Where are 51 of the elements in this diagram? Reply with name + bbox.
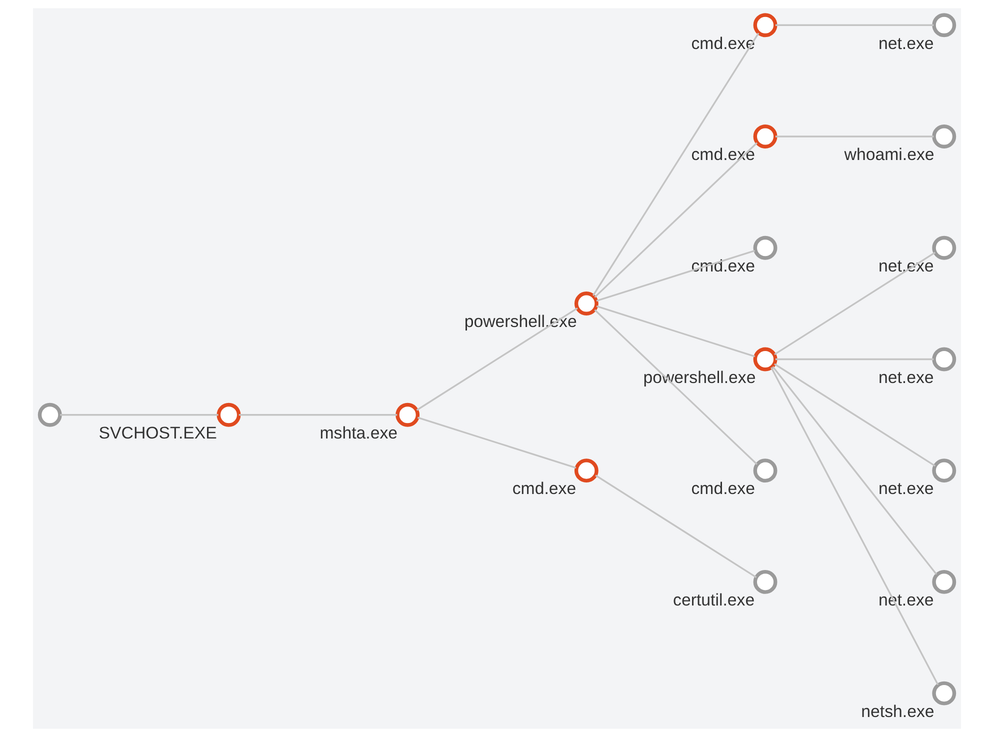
node-label: net.exe xyxy=(878,256,934,276)
node-circle xyxy=(932,13,956,38)
node-label: cmd.exe xyxy=(690,34,754,53)
node-circle xyxy=(932,236,956,260)
connector xyxy=(594,142,757,298)
node-label: mshta.exe xyxy=(319,424,398,443)
connector xyxy=(774,24,934,26)
node-circle xyxy=(574,458,598,483)
connector xyxy=(774,136,934,138)
node-label: net.exe xyxy=(878,590,934,610)
node-circle xyxy=(932,458,956,483)
node-circle xyxy=(752,570,777,594)
node-label: net.exe xyxy=(878,368,934,387)
node-circle xyxy=(37,402,62,427)
node-circle xyxy=(932,347,956,372)
connector xyxy=(594,309,757,465)
connector xyxy=(594,474,756,578)
node-label: whoami.exe xyxy=(844,145,934,164)
node-label: powershell.exe xyxy=(464,312,576,332)
connector xyxy=(416,307,578,411)
node-label: net.exe xyxy=(878,34,934,53)
node-circle xyxy=(932,681,956,706)
node-circle xyxy=(932,124,956,148)
connector xyxy=(770,367,938,686)
node-label: powershell.exe xyxy=(642,368,756,387)
node-circle xyxy=(752,347,777,372)
node-label: SVCHOST.EXE xyxy=(98,424,216,443)
connector xyxy=(596,250,755,302)
connector xyxy=(596,305,755,358)
node-circle xyxy=(932,570,956,594)
node-circle xyxy=(216,402,240,427)
node-circle xyxy=(752,124,777,148)
node-label: netsh.exe xyxy=(860,702,934,721)
node-label: certutil.exe xyxy=(672,590,754,610)
node-label: cmd.exe xyxy=(512,479,576,498)
connector xyxy=(774,252,936,356)
node-circle xyxy=(752,236,777,260)
node-label: cmd.exe xyxy=(690,479,754,498)
node-circle xyxy=(752,458,777,483)
connector xyxy=(774,358,934,360)
connector xyxy=(774,363,936,467)
node-label: net.exe xyxy=(878,479,934,498)
connector xyxy=(238,414,397,416)
connector xyxy=(592,32,759,296)
connector xyxy=(416,416,576,469)
node-circle xyxy=(752,13,777,38)
node-circle xyxy=(395,402,420,427)
connector xyxy=(772,366,937,575)
node-circle xyxy=(574,292,598,316)
node-label: cmd.exe xyxy=(690,145,754,164)
connector xyxy=(60,414,218,416)
